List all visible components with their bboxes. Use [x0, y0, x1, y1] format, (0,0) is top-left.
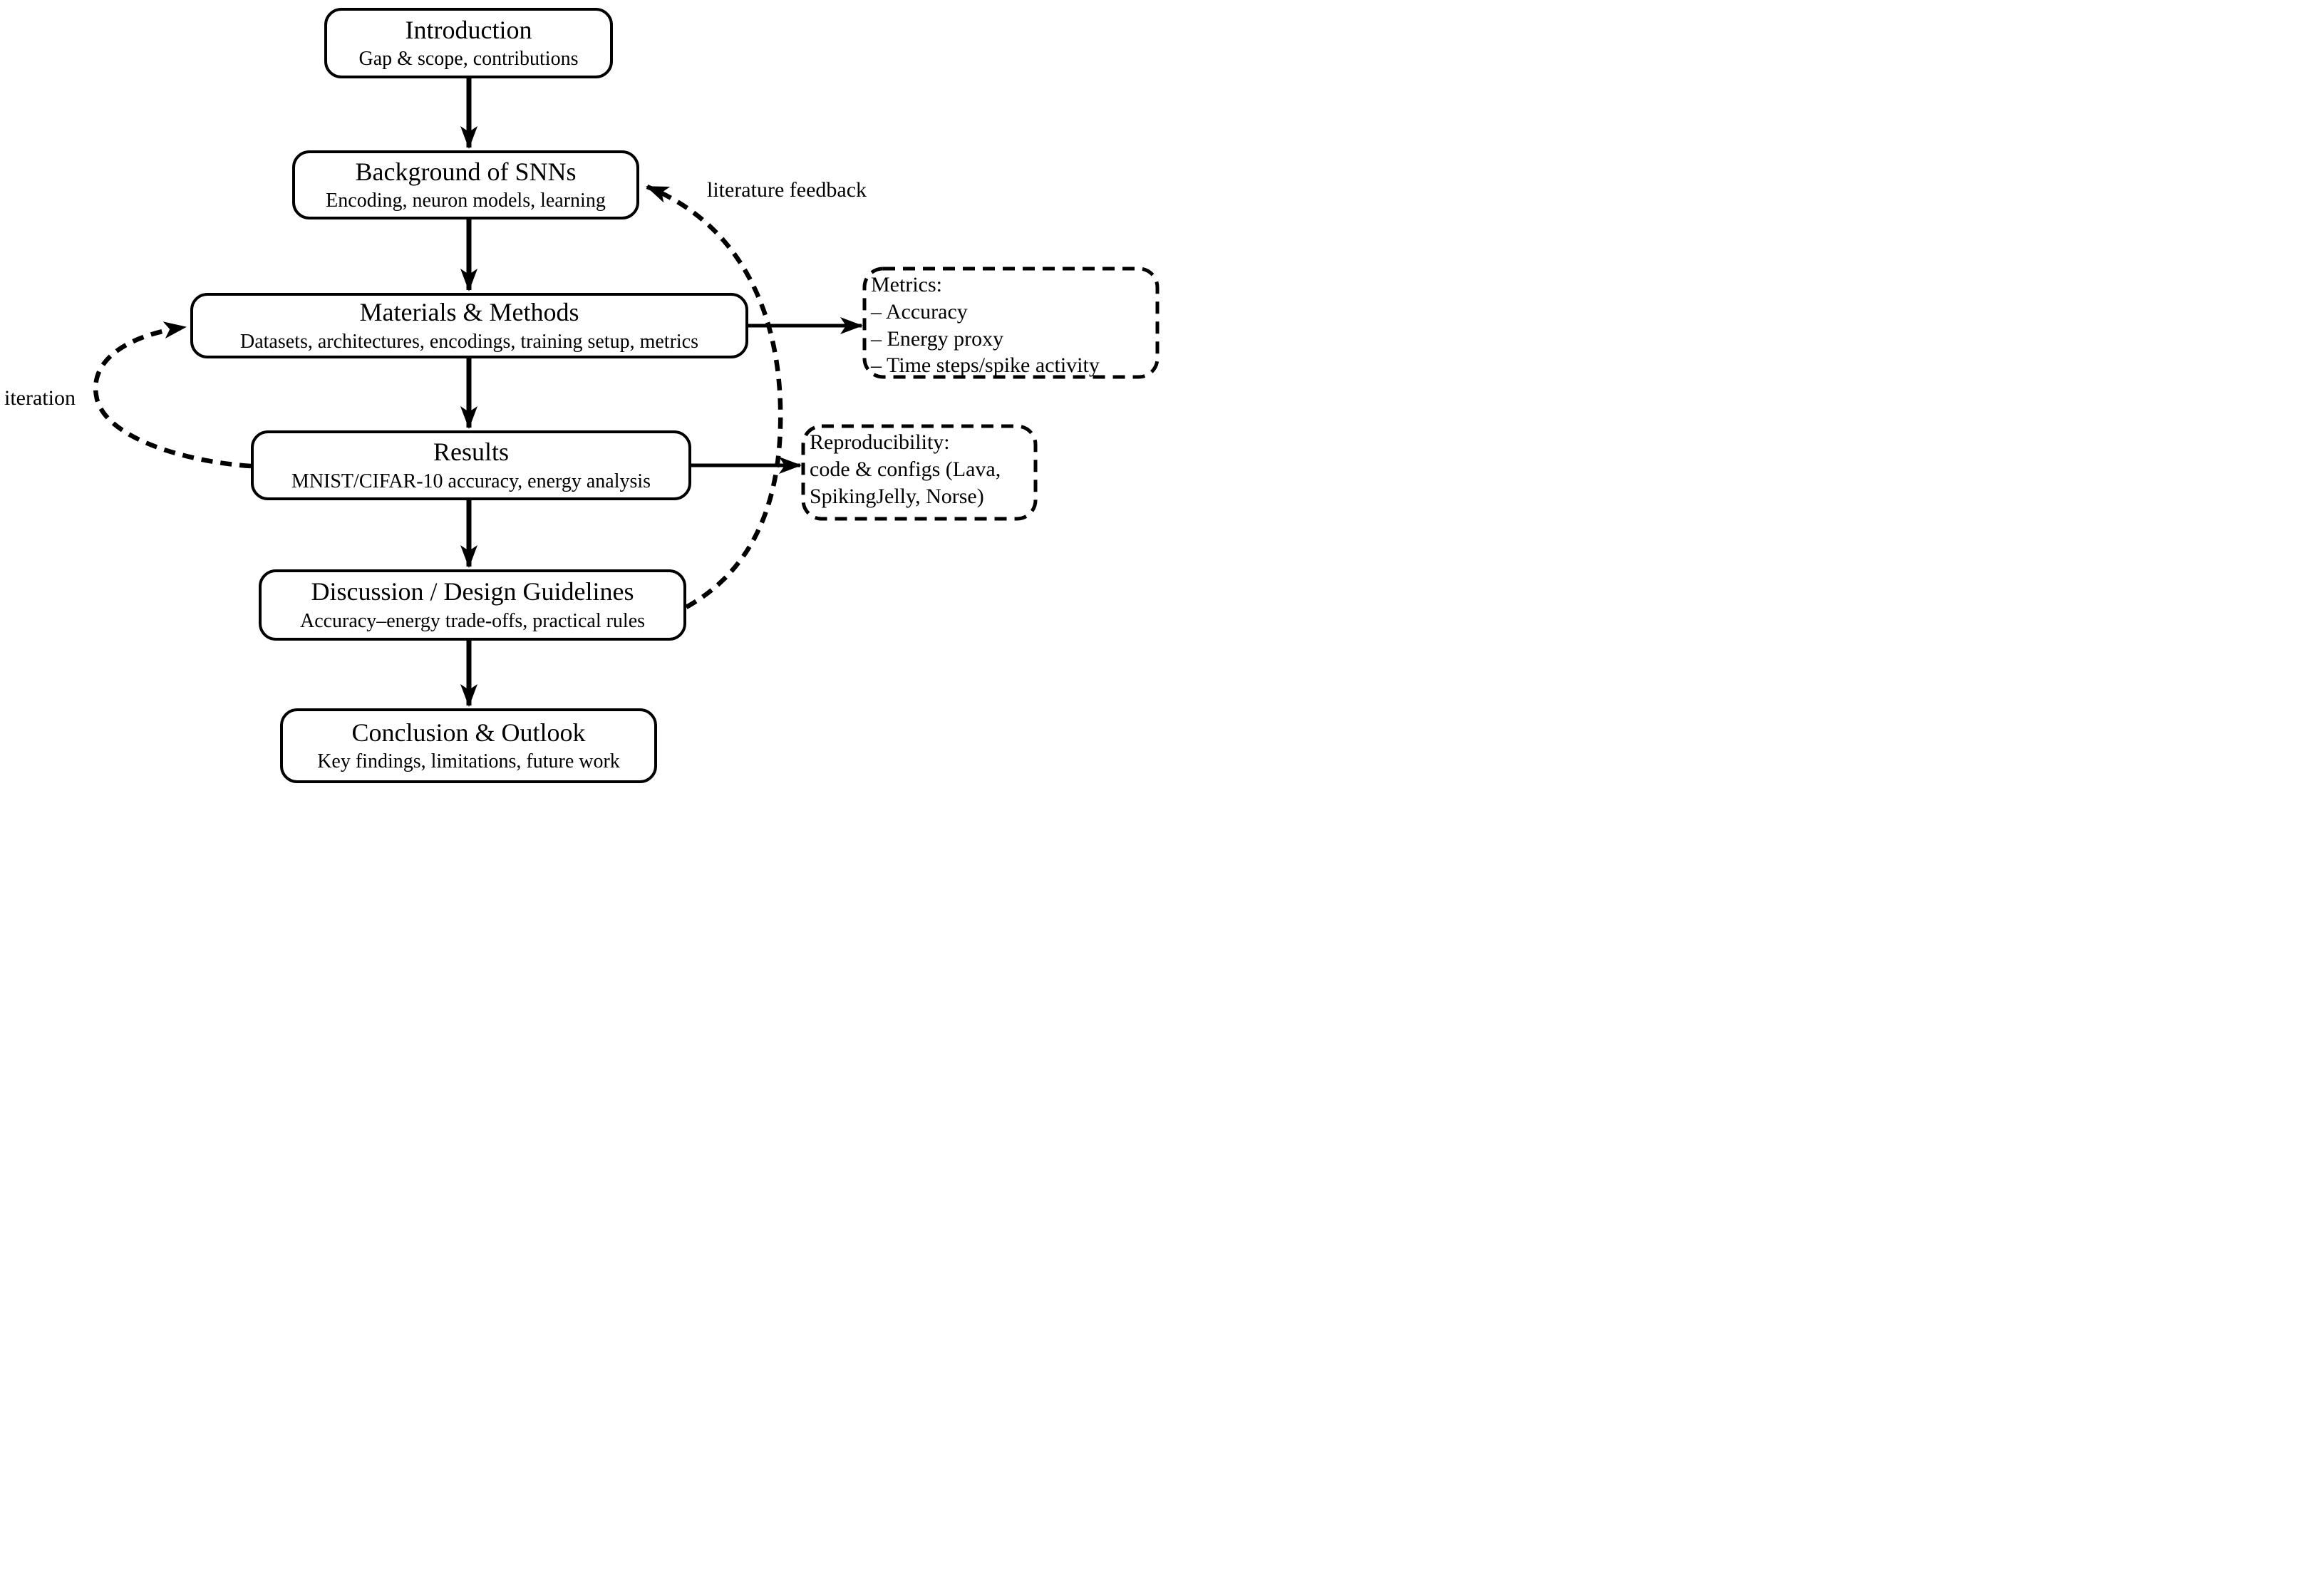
label-iteration: iteration [4, 386, 76, 410]
box-results-title: Results [433, 438, 509, 467]
reproducibility-note-line: code & configs (Lava, [810, 457, 1001, 481]
box-background-subtitle: Encoding, neuron models, learning [326, 190, 606, 212]
reproducibility-note-line: SpikingJelly, Norse) [810, 484, 984, 508]
reproducibility-note: Reproducibility: code & configs (Lava, S… [810, 429, 1031, 516]
box-conclusion-title: Conclusion & Outlook [351, 718, 586, 747]
box-materials: Materials & Methods Datasets, architectu… [190, 293, 748, 358]
reproducibility-note-heading: Reproducibility: [810, 430, 950, 454]
metrics-note-border [862, 267, 1160, 379]
box-conclusion: Conclusion & Outlook Key findings, limit… [280, 708, 657, 783]
metrics-note-item: – Energy proxy [871, 326, 1004, 351]
box-discussion-subtitle: Accuracy–energy trade-offs, practical ru… [299, 609, 646, 632]
box-discussion-title: Discussion / Design Guidelines [311, 577, 634, 606]
box-background: Background of SNNs Encoding, neuron mode… [292, 150, 639, 219]
curve-iteration [93, 321, 252, 469]
metrics-note-item: – Time steps/spike activity [871, 353, 1100, 378]
box-introduction-subtitle: Gap & scope, contributions [358, 48, 579, 71]
metrics-note: Metrics: – Accuracy – Energy proxy – Tim… [871, 272, 1155, 378]
box-background-title: Background of SNNs [355, 157, 577, 186]
box-materials-subtitle: Datasets, architectures, encodings, trai… [239, 330, 698, 353]
connector-layer [93, 78, 1160, 707]
metrics-note-item: – Accuracy [871, 299, 968, 324]
reproducibility-note-border [801, 424, 1038, 521]
flowchart-canvas: Introduction Gap & scope, contributions … [0, 0, 1162, 791]
label-literature-feedback: literature feedback [707, 178, 867, 202]
box-discussion: Discussion / Design Guidelines Accuracy–… [259, 569, 686, 641]
box-introduction-title: Introduction [405, 15, 532, 44]
box-introduction: Introduction Gap & scope, contributions [324, 8, 613, 78]
metrics-note-heading: Metrics: [871, 273, 942, 296]
box-materials-title: Materials & Methods [359, 298, 579, 327]
box-results-subtitle: MNIST/CIFAR-10 accuracy, energy analysis [291, 470, 651, 492]
box-conclusion-subtitle: Key findings, limitations, future work [317, 750, 620, 773]
box-results: Results MNIST/CIFAR-10 accuracy, energy … [251, 430, 691, 500]
curve-literature-feedback [646, 184, 783, 609]
